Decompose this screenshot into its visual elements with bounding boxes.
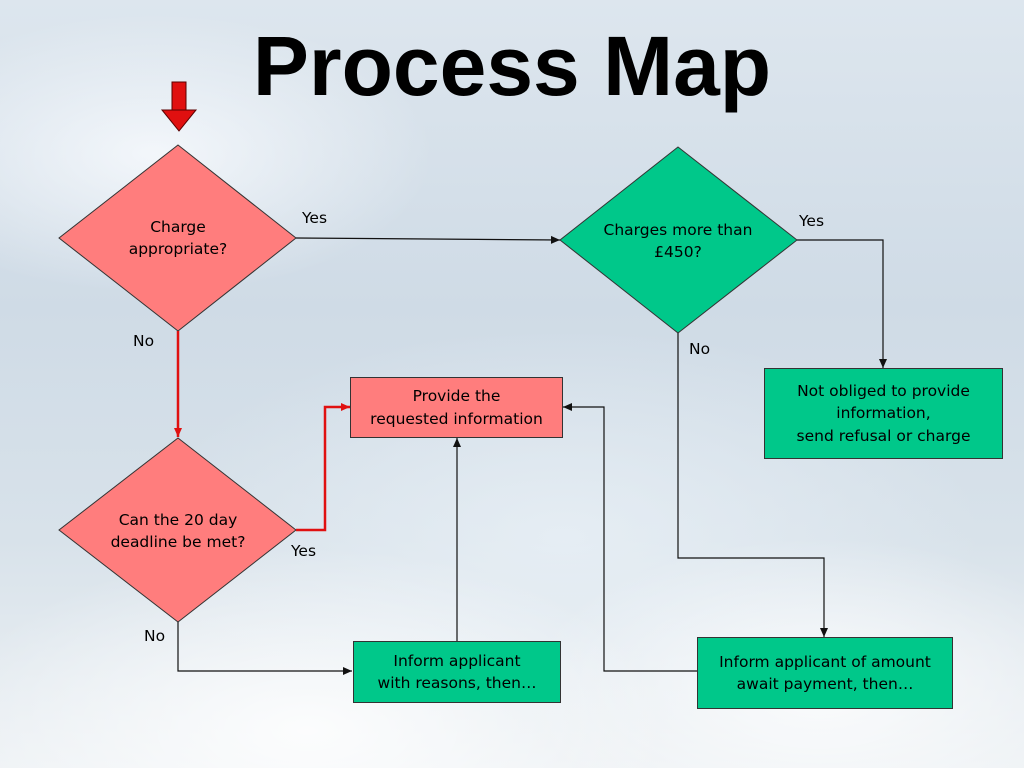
edge-label-charge-yes: Yes [302, 209, 328, 227]
edge-label-charge-no: No [133, 332, 155, 350]
edge-charges-no [677, 333, 828, 637]
edge-charge-yes [295, 235, 561, 244]
inform-amount-box: Inform applicant of amount await payment… [697, 637, 953, 709]
page-title: Process Map [252, 19, 772, 113]
deadline-label: Can the 20 day deadline be met? [110, 510, 246, 551]
charge-appropriate-label: Charge appropriate? [128, 217, 228, 258]
inform-reasons-box: Inform applicant with reasons, then… [353, 641, 561, 703]
edge-deadline-yes [296, 403, 350, 532]
start-arrow-icon [160, 81, 198, 132]
edge-label-charges-yes: Yes [799, 212, 825, 230]
edge-amount-to-provide [563, 403, 697, 672]
not-obliged-box: Not obliged to provide information, send… [764, 368, 1003, 459]
provide-information-box: Provide the requested information [350, 377, 563, 438]
edge-label-deadline-yes: Yes [291, 542, 317, 560]
edge-label-charges-no: No [689, 340, 711, 358]
edge-deadline-no [177, 622, 352, 675]
edge-charges-yes [797, 239, 887, 368]
charges-more-than-label: Charges more than £450? [603, 220, 753, 261]
edge-label-deadline-no: No [144, 627, 166, 645]
